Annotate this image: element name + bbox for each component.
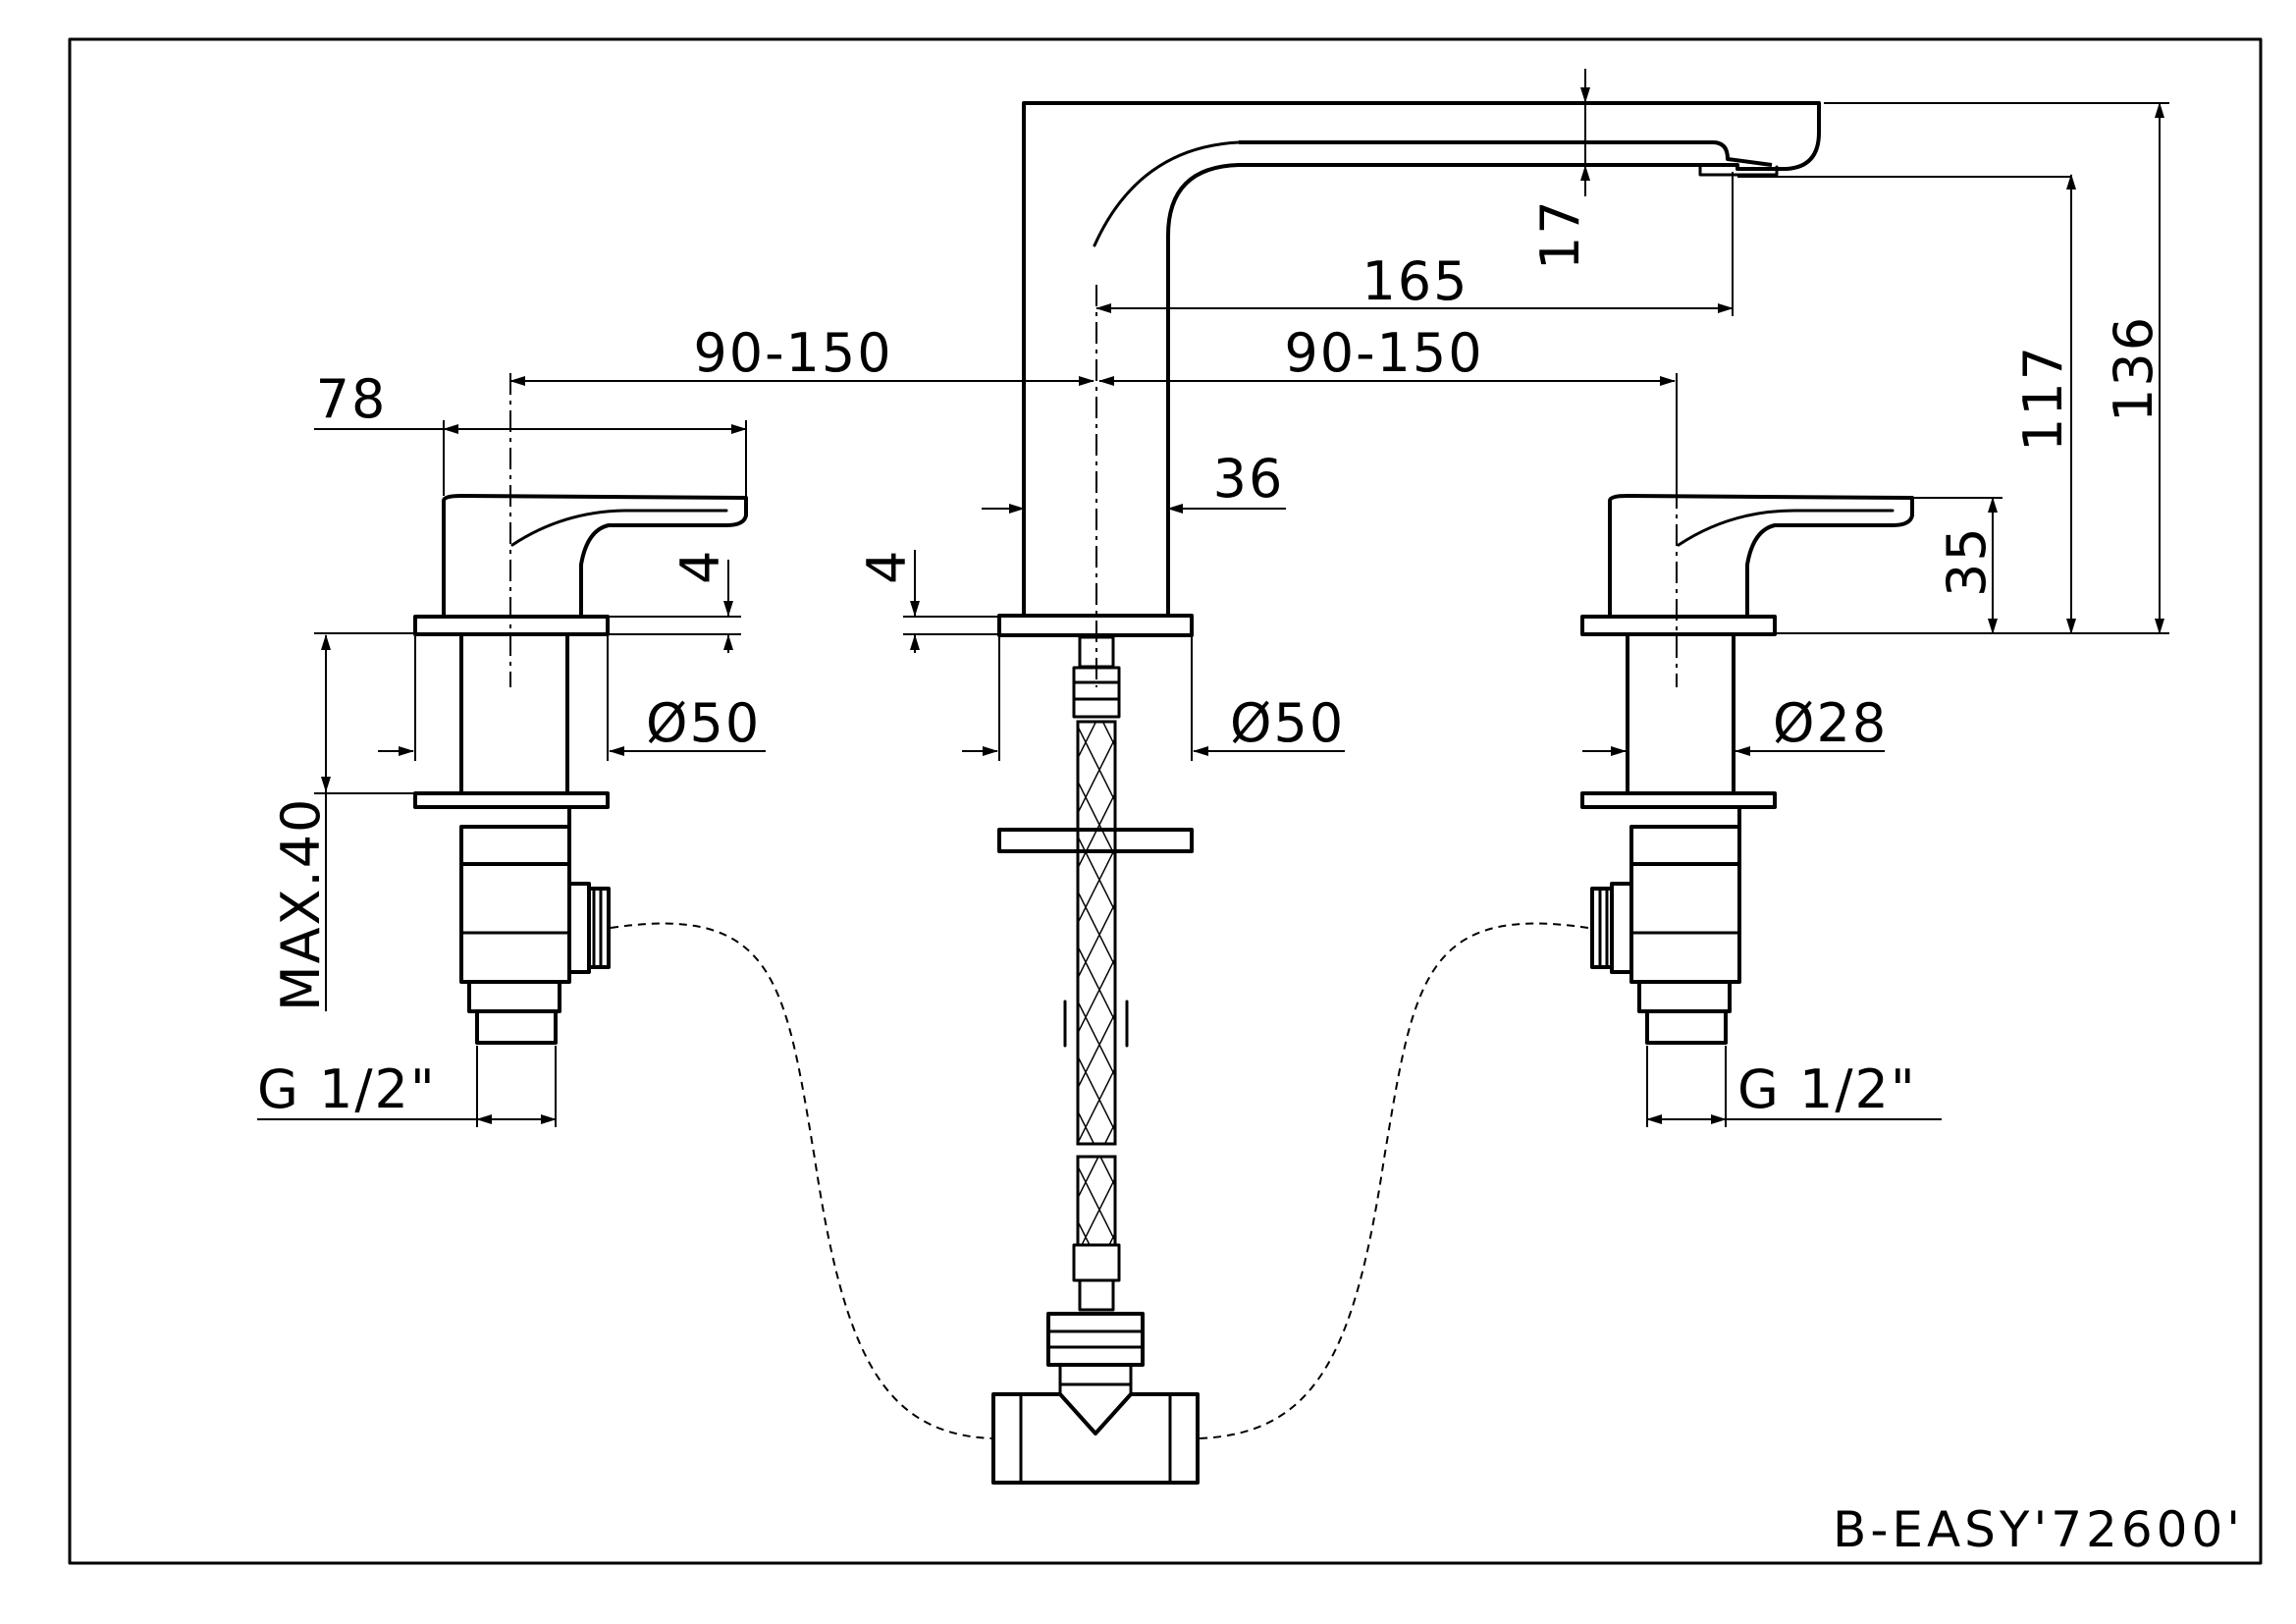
dim-right-spacing: 90-150: [1284, 322, 1483, 384]
right-hose: [1199, 922, 1589, 1439]
dim-left-flange-thickness: 4: [669, 549, 731, 584]
left-valve: [413, 494, 748, 1045]
dim-right-handle-height: 35: [1936, 525, 1998, 597]
dim-center-flange-thickness: 4: [856, 549, 918, 584]
drawing-frame: [68, 37, 2263, 1565]
dim-left-handle-width: 78: [316, 368, 388, 430]
right-valve: [1580, 494, 1914, 1045]
dim-spout-body-width: 36: [1213, 448, 1285, 510]
dim-max-deck-thickness: MAX.40: [270, 797, 332, 1011]
dim-left-connection: G 1/2": [257, 1058, 437, 1120]
dim-spout-height: 136: [2103, 315, 2164, 422]
dim-center-base-diameter: Ø50: [1230, 692, 1345, 754]
dim-right-body-diameter: Ø28: [1773, 692, 1888, 754]
dim-outlet-height: 117: [2012, 345, 2074, 452]
dim-spout-top-gap: 17: [1529, 198, 1591, 270]
left-hose: [610, 922, 992, 1439]
dim-spout-reach: 165: [1362, 250, 1468, 312]
product-code: B-EASY'72600': [1833, 1501, 2244, 1558]
dim-left-spacing: 90-150: [693, 322, 892, 384]
dim-left-base-diameter: Ø50: [646, 692, 761, 754]
dim-right-connection: G 1/2": [1737, 1058, 1917, 1120]
